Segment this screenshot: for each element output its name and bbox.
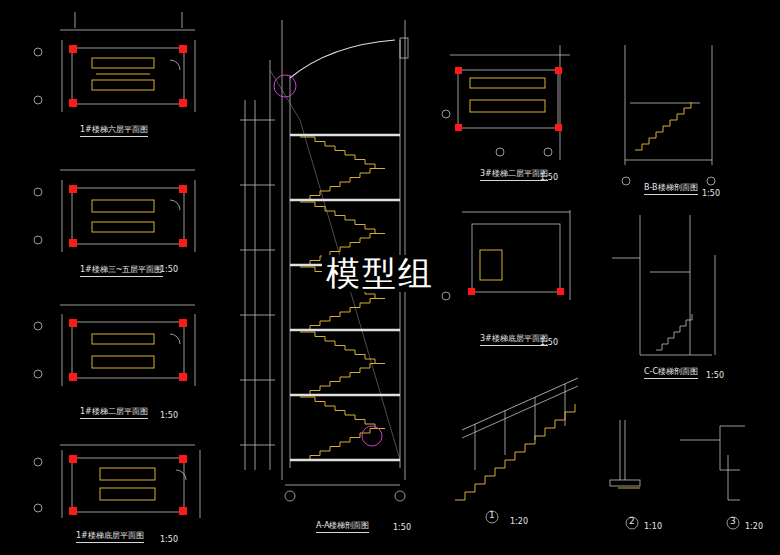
scale: 1:50 [540,339,558,348]
callout-number: 1 [489,511,495,521]
view-title: 1#楼梯二层平面图 [80,408,148,419]
view-title: 1#楼梯三~五层平面图 [80,266,163,277]
view-title: B-B楼梯剖面图 [644,184,698,195]
scale: 1:10 [644,523,662,532]
view-title: C-C楼梯剖面图 [644,368,698,379]
view-title: 3#楼梯二层平面图 [480,170,548,181]
scale: 1:20 [745,523,763,532]
scale: 1:50 [706,372,724,381]
scale: 1:50 [160,266,178,275]
view-title: 3#楼梯底层平面图 [480,335,548,346]
scale: 1:50 [540,174,558,183]
watermark: 模型组 [322,255,438,292]
callout-number: 3 [730,517,736,527]
callout-number: 2 [629,517,635,527]
scale: 1:50 [160,536,178,545]
view-title: 1#楼梯底层平面图 [76,532,144,543]
scale: 1:20 [510,518,528,527]
view-title: A-A楼梯剖面图 [316,522,369,533]
scale: 1:50 [393,524,411,533]
scale: 1:50 [702,190,720,199]
view-title: 1#楼梯六层平面图 [80,126,148,137]
scale: 1:50 [160,412,178,421]
